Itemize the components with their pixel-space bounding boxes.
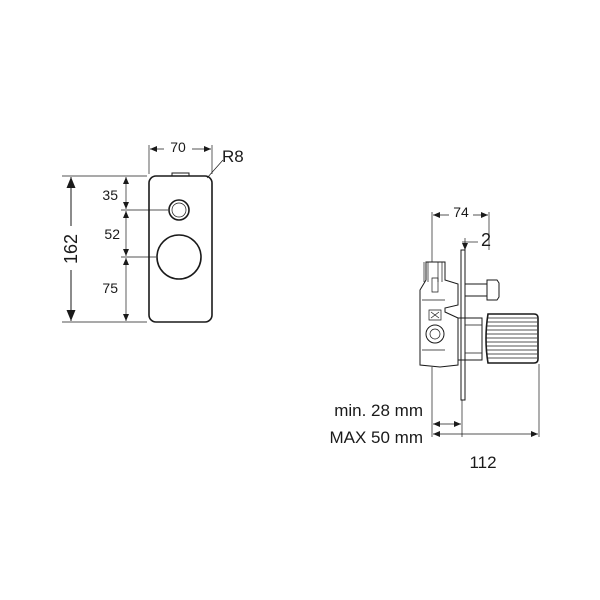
- spacing-label: 52: [104, 226, 120, 242]
- radius-leader: [206, 159, 224, 179]
- mixer-knob: [156, 234, 202, 280]
- cartridge: [458, 317, 483, 361]
- height-label: 162: [61, 234, 81, 264]
- plate-label: 2: [481, 230, 491, 250]
- diverter-spindle: [465, 283, 488, 297]
- diverter-knob-inner: [171, 202, 187, 218]
- handle-ribs: [486, 317, 537, 359]
- overall-label: 112: [469, 453, 496, 472]
- radius-label: R8: [222, 147, 244, 166]
- mixer-handle: [485, 313, 539, 364]
- diverter-handle: [486, 279, 500, 301]
- top-offset-label: 35: [102, 187, 118, 203]
- depth-label: 74: [453, 204, 469, 220]
- width-label: 70: [170, 139, 186, 155]
- front-view: 70 R8 162 35 52 75: [60, 139, 244, 323]
- cover-plate: [148, 175, 213, 323]
- bottom-offset-label: 75: [102, 280, 118, 296]
- side-view: 74 2: [329, 204, 540, 472]
- valve-body: [419, 261, 459, 368]
- max-depth-label: MAX 50 mm: [329, 428, 423, 447]
- diverter-knob: [168, 199, 190, 221]
- inlet-port: [425, 324, 445, 344]
- min-depth-label: min. 28 mm: [334, 401, 423, 420]
- side-plate: [460, 249, 466, 401]
- plate-notch: [171, 172, 190, 176]
